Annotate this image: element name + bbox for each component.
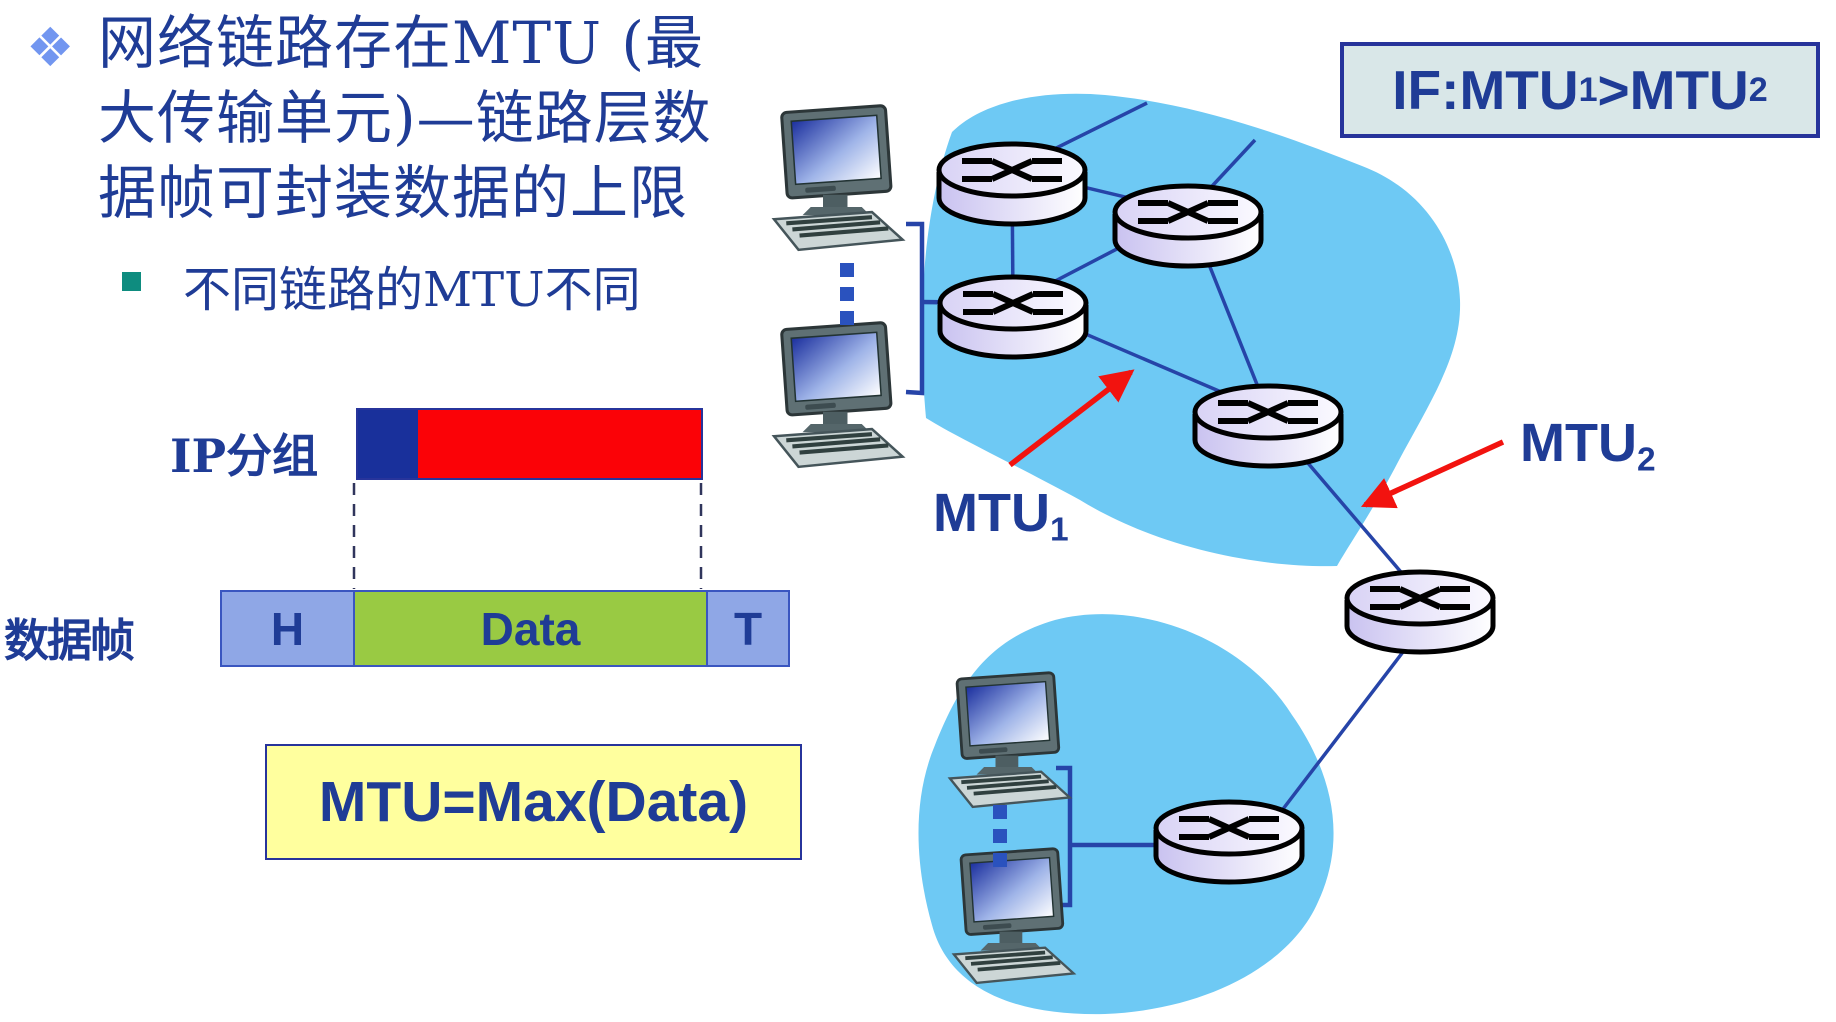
link-mid-bottom: [1278, 646, 1408, 815]
sub-bullet-square-icon: [122, 272, 141, 291]
condition-sub2: 2: [1748, 70, 1768, 109]
router-a: [939, 144, 1085, 224]
mtu2-arrow: [1360, 439, 1505, 509]
title-line-1: 网络链路存在MTU (最: [98, 9, 705, 77]
mtu-formula-box: MTU=Max(Data): [265, 744, 802, 860]
frame-header-cell: H: [220, 590, 355, 667]
title-line-2: 大传输单元)—链路层数: [98, 84, 712, 152]
mtu1-base: MTU: [933, 483, 1050, 543]
mtu-formula-text: MTU=Max(Data): [318, 770, 749, 834]
projection-dashed-lines: [352, 483, 703, 589]
host-computer-bottom-1: [948, 670, 1072, 809]
router-b: [1115, 186, 1261, 266]
data-frame-label: 数据帧: [4, 614, 135, 667]
mtu1-arrow: [1008, 369, 1135, 468]
title-line-3: 据帧可封装数据的上限: [98, 159, 689, 227]
router-d: [1195, 386, 1341, 466]
bottom-lan-bus: [1056, 765, 1073, 908]
data-frame-bar: H Data T: [220, 590, 790, 667]
frame-trailer-cell: T: [706, 590, 790, 667]
mtu2-sub: 2: [1636, 441, 1656, 479]
mtu2-base: MTU: [1520, 413, 1637, 473]
router-bottom: [1156, 802, 1302, 882]
router-c: [940, 277, 1086, 357]
ip-header-segment: [358, 410, 418, 478]
ip-payload-segment: [418, 410, 701, 478]
mtu1-label: MTU1: [933, 482, 1069, 549]
top-lan-bus: [905, 221, 925, 396]
host-computer-top-1: [774, 105, 903, 249]
condition-sub1: 1: [1578, 70, 1598, 109]
host-computer-top-2: [774, 322, 903, 466]
mtu2-label: MTU2: [1520, 412, 1656, 479]
frame-data-cell: Data: [355, 590, 706, 667]
sub-bullet-text: 不同链路的MTU不同: [183, 262, 641, 318]
mtu1-sub: 1: [1049, 511, 1069, 549]
vertical-ellipsis-icon-top: [840, 263, 854, 325]
condition-part1: IF:MTU: [1392, 59, 1579, 121]
ip-packet-label: IP分组: [170, 429, 319, 483]
host-computer-bottom-2: [952, 846, 1076, 985]
mtu-arrows: [1008, 369, 1505, 509]
ip-packet-bar: [356, 408, 703, 480]
router-middle: [1347, 572, 1493, 652]
vertical-ellipsis-icon-bottom: [993, 805, 1007, 867]
condition-part2: >MTU: [1597, 59, 1749, 121]
diamond-bullet-icon: ❖: [26, 16, 75, 79]
